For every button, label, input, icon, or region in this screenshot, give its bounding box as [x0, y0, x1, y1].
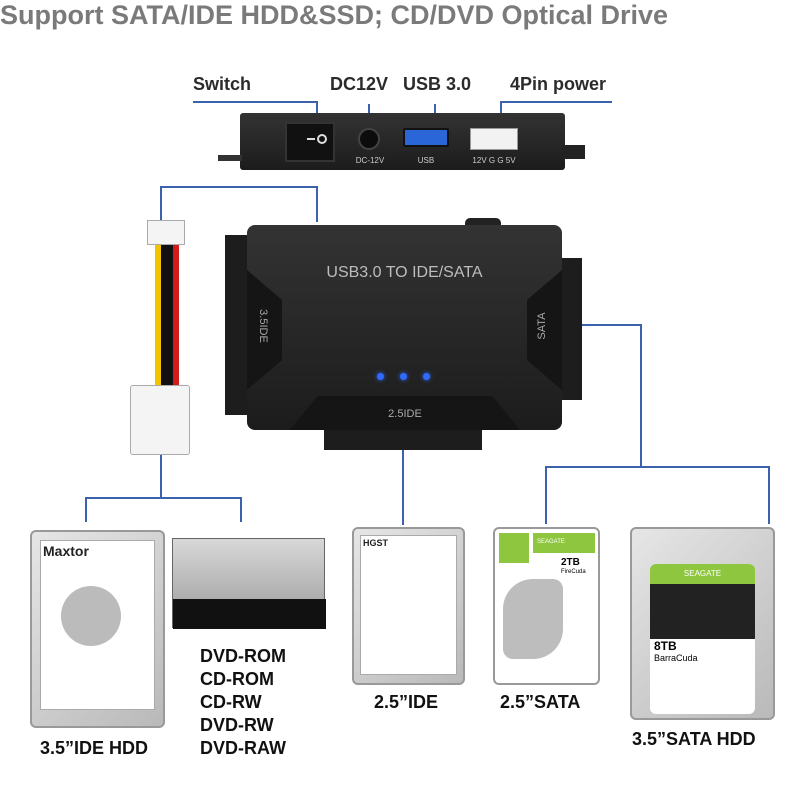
ide35-hdd-image: Maxtor — [30, 530, 165, 728]
hgst-logo: HGST — [363, 538, 389, 548]
connector-line — [545, 466, 770, 468]
side-tab-left — [218, 155, 242, 161]
ide25-connector — [324, 428, 482, 450]
usb-port[interactable] — [403, 128, 449, 147]
optical-drive-image — [172, 538, 326, 629]
callout-dc12v: DC12V — [330, 74, 389, 94]
seagate-logo: SEAGATE — [533, 533, 595, 553]
leader-line — [500, 101, 612, 103]
led-indicator — [400, 373, 407, 380]
maxtor-logo: Maxtor — [43, 543, 89, 559]
connector-line — [582, 324, 642, 326]
ide25-hdd-image: HGST — [352, 527, 465, 685]
small-power-plug — [147, 220, 185, 245]
molex-plug — [130, 385, 190, 455]
seagate-logo: SEAGATE — [650, 564, 755, 584]
caption-ide25: 2.5”IDE — [374, 692, 439, 712]
connector-line — [316, 186, 318, 222]
ide35-connector — [225, 235, 249, 415]
port-label-2-5ide: 2.5IDE — [388, 408, 422, 420]
format-item: CD-RW — [200, 692, 262, 712]
format-item: CD-ROM — [200, 669, 274, 689]
callout-4pin: 4Pin power — [510, 74, 607, 94]
callout-usb: USB 3.0 — [403, 74, 472, 94]
callout-switch: Switch — [193, 74, 252, 94]
led-indicator — [377, 373, 384, 380]
caption-ide35: 3.5”IDE HDD — [40, 738, 149, 758]
caption-sata25: 2.5”SATA — [500, 692, 581, 712]
port-label-sata: SATA — [536, 312, 548, 340]
caption-sata35: 3.5”SATA HDD — [632, 729, 756, 749]
port-label-3-5ide: 3.5IDE — [257, 309, 269, 343]
side-tab-right — [563, 145, 585, 159]
optical-formats: DVD-ROM CD-ROM CD-RW DVD-RW DVD-RAW — [200, 645, 286, 760]
power-cable-wires — [155, 245, 179, 385]
connector-line — [240, 497, 242, 522]
connector-line — [85, 497, 87, 522]
sata-connector — [560, 258, 582, 400]
bottom-port-panel — [290, 396, 520, 430]
dc-jack — [358, 128, 380, 150]
dc-label: DC-12V — [355, 156, 385, 165]
connector-line — [640, 324, 642, 468]
model-label: FireCuda — [561, 569, 586, 575]
connector-line — [85, 497, 242, 499]
format-item: DVD-RW — [200, 715, 274, 735]
adapter-body — [247, 225, 562, 430]
adapter-title: USB3.0 TO IDE/SATA — [326, 264, 483, 281]
format-item: DVD-RAW — [200, 738, 286, 758]
connector-line — [402, 450, 404, 525]
model-label: BarraCuda — [654, 653, 698, 663]
capacity-label: 2TB — [561, 557, 580, 568]
power-label: 12V G G 5V — [472, 156, 516, 165]
power-switch[interactable] — [285, 122, 335, 162]
leader-line — [193, 101, 317, 103]
4pin-power-port[interactable] — [470, 128, 518, 150]
usb-label: USB — [417, 156, 435, 165]
led-indicator — [423, 373, 430, 380]
capacity-label: 8TB — [654, 639, 677, 653]
connector-line — [160, 186, 162, 220]
connector-line — [160, 455, 162, 497]
sata35-hdd-image: SEAGATE 8TB BarraCuda — [630, 527, 775, 720]
page-title: Support SATA/IDE HDD&SSD; CD/DVD Optical… — [0, 0, 669, 30]
connector-line — [768, 466, 770, 524]
sata25-hdd-image: SEAGATE 2TB FireCuda — [493, 527, 600, 685]
connector-line — [545, 466, 547, 524]
connector-line — [160, 186, 318, 188]
format-item: DVD-ROM — [200, 646, 286, 666]
